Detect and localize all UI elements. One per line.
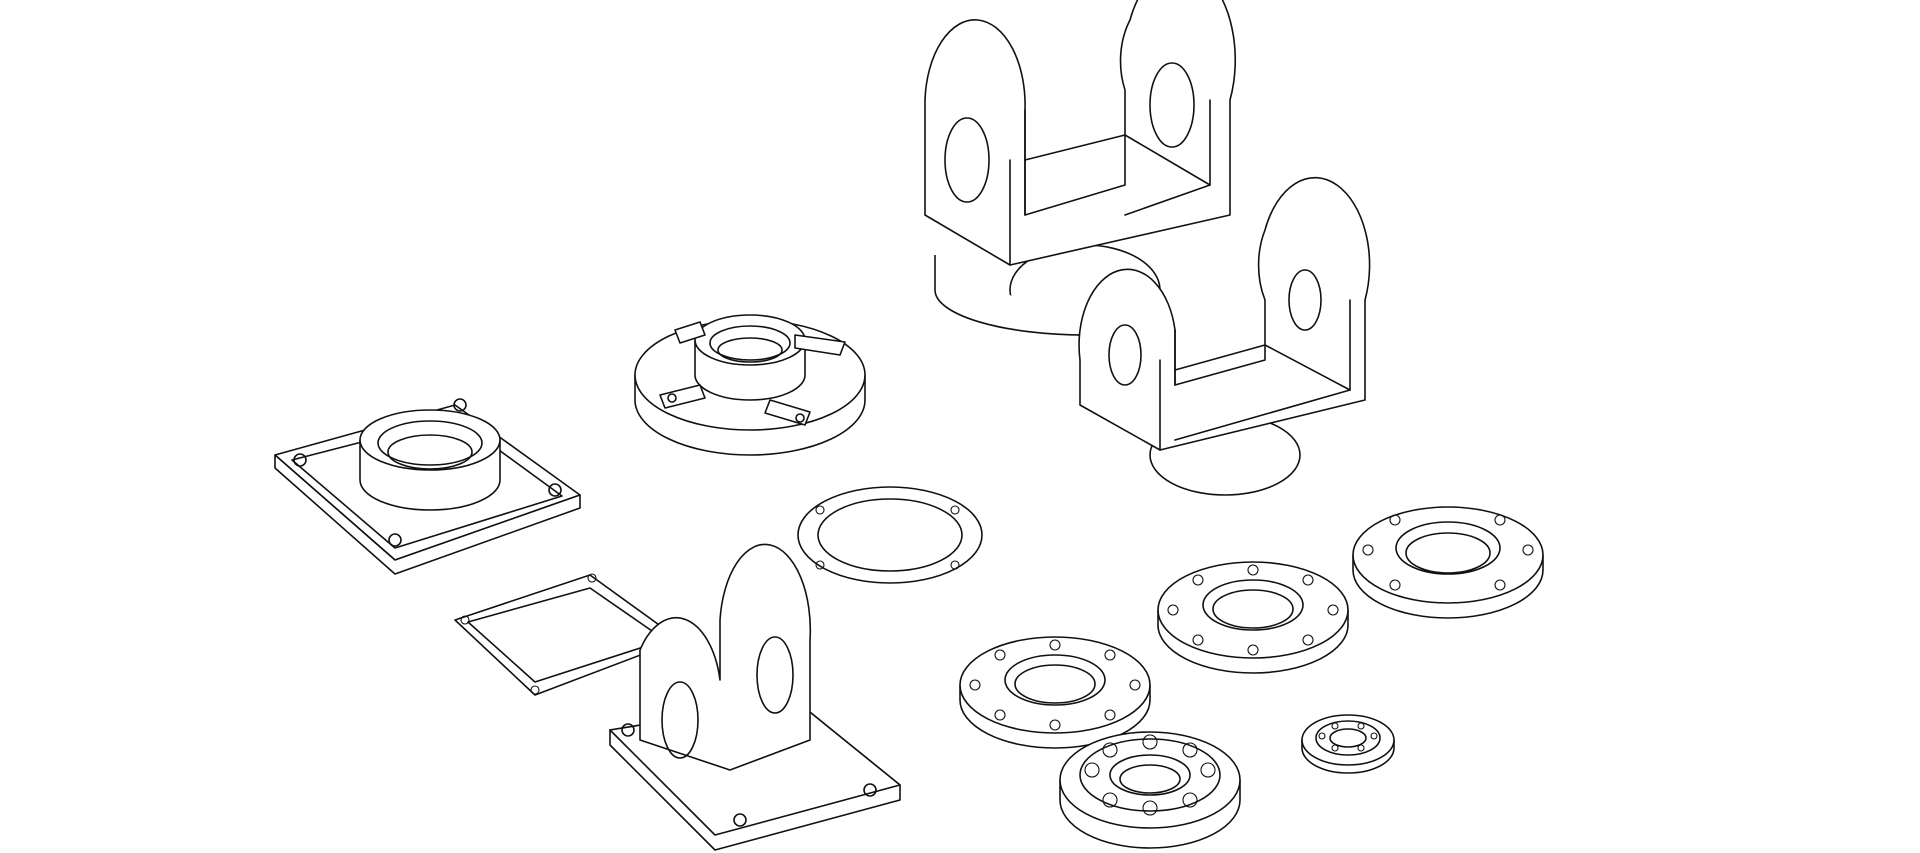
round-flange-bearing-housing-icon (634, 314, 866, 456)
ball-bearing-small-icon (1301, 714, 1395, 774)
square-flange-bearing-housing-icon (274, 398, 581, 575)
clevis-bracket-lower-icon (1078, 176, 1371, 496)
roller-bearing-large-icon (1059, 731, 1241, 849)
clevis-bracket-upper-icon (924, 0, 1237, 336)
bolted-flange-ring-b-icon (1157, 561, 1349, 674)
bolted-flange-ring-c-icon (1352, 506, 1544, 619)
bolted-flange-ring-a-icon (959, 636, 1151, 749)
pillow-block-clevis-base-icon (609, 543, 901, 851)
round-gasket-icon (797, 486, 983, 584)
